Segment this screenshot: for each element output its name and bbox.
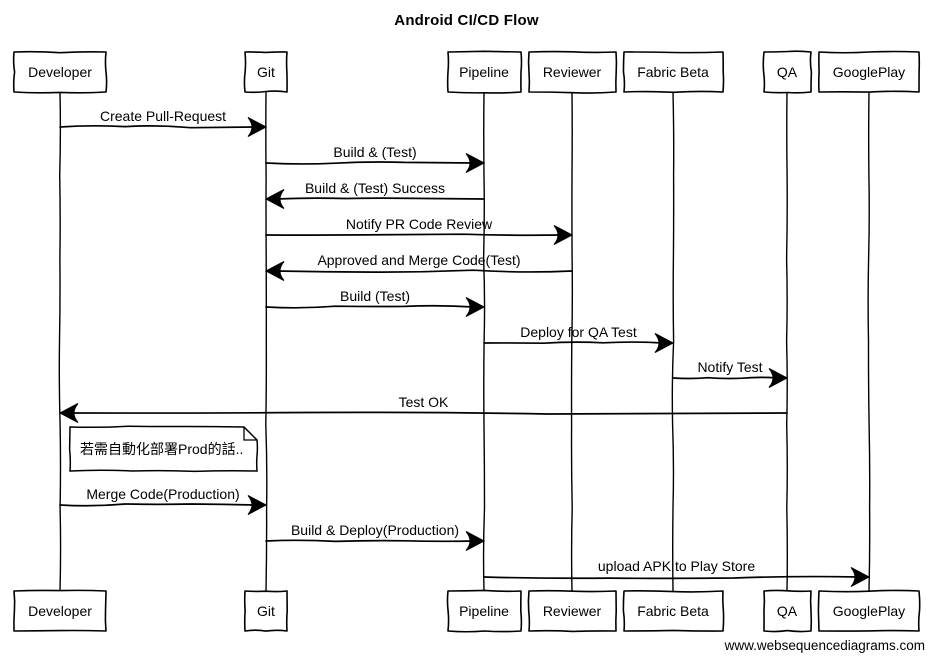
actor-top-label-developer: Developer xyxy=(28,64,92,80)
actor-bottom-box-git xyxy=(243,590,288,632)
actor-top-box-qa xyxy=(762,50,813,94)
actor-bottom-label-googleplay: GooglePlay xyxy=(833,603,905,619)
message-arrowhead-0 xyxy=(247,117,268,137)
actor-bottom-label-git: Git xyxy=(257,603,275,619)
actor-top-box-pipeline xyxy=(446,50,523,94)
actor-bottom-label-reviewer: Reviewer xyxy=(543,603,602,619)
actor-top-box-reviewer xyxy=(527,50,618,94)
message-arrowhead-4 xyxy=(264,261,285,281)
message-arrowhead-7 xyxy=(768,368,789,388)
message-line-1 xyxy=(265,161,475,165)
actor-top-label-git: Git xyxy=(257,64,275,80)
message-arrowhead-6 xyxy=(654,333,675,353)
watermark-link[interactable]: www.websequencediagrams.com xyxy=(724,638,925,653)
message-line-11 xyxy=(483,575,860,580)
message-arrowhead-10 xyxy=(465,531,486,551)
message-label-0: Create Pull-Request xyxy=(100,108,226,124)
message-label-1: Build & (Test) xyxy=(333,144,416,160)
actor-top-label-qa: QA xyxy=(777,64,798,80)
actor-bottom-box-pipeline xyxy=(446,589,523,633)
note-box xyxy=(68,425,259,473)
actor-bottom-label-qa: QA xyxy=(777,603,798,619)
lifeline-git xyxy=(265,91,268,592)
actor-bottom-label-developer: Developer xyxy=(28,603,92,619)
message-line-10 xyxy=(265,539,475,543)
actor-bottom-label-pipeline: Pipeline xyxy=(459,603,509,619)
message-arrowhead-9 xyxy=(247,495,268,515)
note-fold-icon xyxy=(243,427,257,441)
message-line-4 xyxy=(275,269,573,273)
lifeline-qa xyxy=(785,91,789,592)
message-line-8 xyxy=(69,411,788,415)
message-line-2 xyxy=(275,197,485,200)
actor-bottom-box-fabric-beta xyxy=(622,590,725,632)
actor-bottom-label-fabric-beta: Fabric Beta xyxy=(637,603,709,619)
actor-bottom-box-reviewer xyxy=(527,589,617,633)
actor-top-label-fabric-beta: Fabric Beta xyxy=(637,64,709,80)
actor-bottom-box-developer xyxy=(13,589,107,632)
message-arrowhead-8 xyxy=(58,403,79,423)
message-label-8: Test OK xyxy=(399,394,449,410)
actor-top-label-googleplay: GooglePlay xyxy=(833,64,905,80)
message-arrowhead-1 xyxy=(465,153,486,173)
message-arrowhead-5 xyxy=(465,297,486,317)
message-arrowhead-2 xyxy=(264,189,285,209)
message-arrowhead-3 xyxy=(553,225,574,245)
actor-bottom-box-qa xyxy=(763,589,813,633)
message-line-7 xyxy=(672,376,778,380)
actor-bottom-box-googleplay xyxy=(817,589,921,632)
note-text: 若需自動化部署Prod的話.. xyxy=(80,441,243,457)
lifeline-fabric-beta xyxy=(671,91,675,592)
lifeline-developer xyxy=(58,91,62,592)
actor-top-label-reviewer: Reviewer xyxy=(543,64,602,80)
message-arrowhead-11 xyxy=(850,567,871,587)
message-line-3 xyxy=(265,233,563,237)
message-label-2: Build & (Test) Success xyxy=(305,180,445,196)
message-label-6: Deploy for QA Test xyxy=(520,324,637,340)
message-label-7: Notify Test xyxy=(697,359,762,375)
actor-top-label-pipeline: Pipeline xyxy=(459,64,509,80)
lifeline-pipeline xyxy=(482,91,486,592)
message-label-10: Build & Deploy(Production) xyxy=(291,522,459,538)
actor-top-box-developer xyxy=(12,50,108,94)
message-label-11: upload APK to Play Store xyxy=(598,558,755,574)
lifeline-googleplay xyxy=(867,91,871,592)
diagram-title: Android CI/CD Flow xyxy=(394,12,539,29)
message-line-5 xyxy=(265,304,475,309)
message-line-6 xyxy=(483,341,664,345)
actor-top-box-googleplay xyxy=(817,50,921,93)
message-label-5: Build (Test) xyxy=(340,288,410,304)
message-label-9: Merge Code(Production) xyxy=(86,486,239,502)
message-label-3: Notify PR Code Review xyxy=(346,216,493,232)
message-line-0 xyxy=(59,124,257,129)
actor-top-box-git xyxy=(243,51,288,94)
message-line-9 xyxy=(59,503,257,507)
actor-top-box-fabric-beta xyxy=(622,51,725,94)
message-label-4: Approved and Merge Code(Test) xyxy=(317,252,520,268)
